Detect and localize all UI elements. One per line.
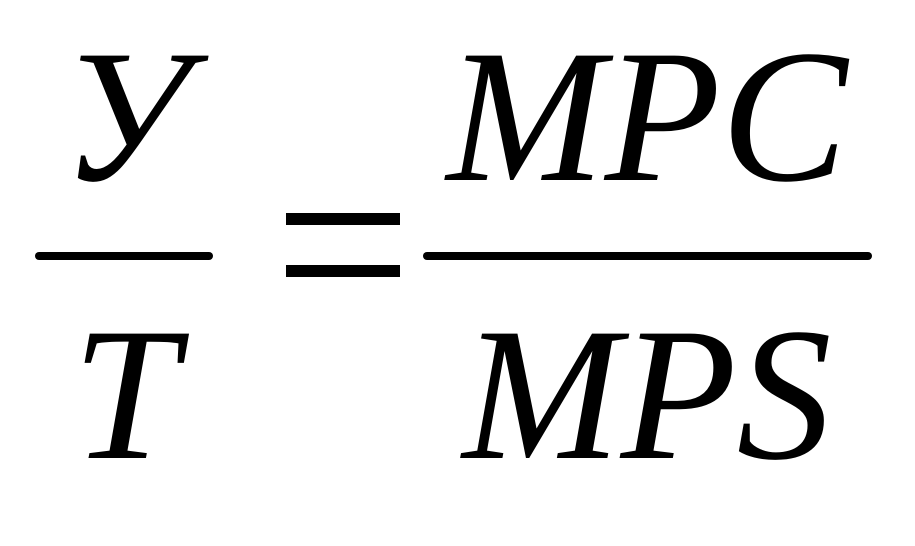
equals-sign-lower-stroke — [286, 265, 400, 277]
left-numerator: У — [61, 12, 189, 222]
right-fraction-bar — [423, 252, 872, 260]
right-denominator: MPS — [462, 290, 832, 500]
left-denominator: T — [72, 290, 178, 500]
right-numerator: MPC — [446, 12, 848, 222]
left-fraction-bar — [35, 252, 213, 260]
equals-sign-upper-stroke — [286, 213, 400, 225]
